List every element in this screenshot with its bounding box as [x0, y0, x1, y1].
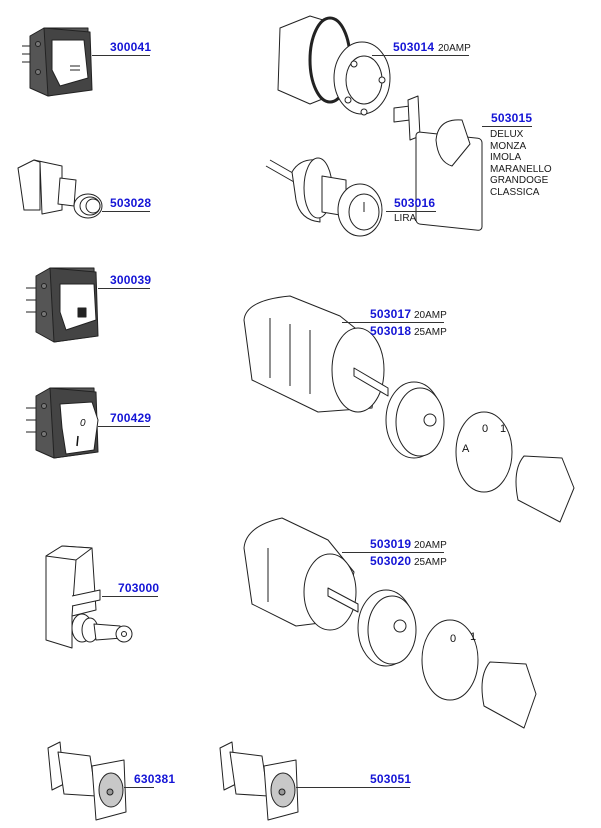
model-list-503015: DELUX MONZA IMOLA MARANELLO GRANDOGE CLA… [490, 129, 552, 199]
knob-plate-503015-drawing [393, 95, 483, 231]
cam-switch-503019-drawing: 0 1 [243, 517, 537, 729]
part-number-503020[interactable]: 503020 [370, 554, 412, 568]
part-number-503016[interactable]: 503016 [394, 196, 436, 210]
dial-mark: A [462, 443, 470, 455]
dial-mark: 0 [482, 423, 488, 435]
rocker-switch-300041-drawing [22, 27, 93, 97]
leader-line [98, 288, 150, 289]
part-number-503015[interactable]: 503015 [491, 111, 533, 125]
leader-line [98, 426, 150, 427]
dial-mark: 0 [450, 633, 456, 645]
leader-line [296, 787, 410, 788]
model-note-503016: LIRA [394, 213, 417, 224]
cam-switch-503017-drawing: 0 1 A [243, 295, 575, 523]
rotary-switch-630381-drawing [47, 741, 127, 821]
part-number-703000[interactable]: 703000 [118, 581, 160, 595]
leader-line [102, 211, 150, 212]
amperage-note-503014: 20AMP [438, 43, 471, 54]
amperage-note-503018: 25AMP [414, 327, 447, 338]
cam-switch-503014-drawing [277, 15, 391, 116]
symbol-off-0: 0 [80, 418, 86, 429]
part-number-503019[interactable]: 503019 [370, 537, 412, 551]
amperage-note-503020: 25AMP [414, 557, 447, 568]
part-number-300041[interactable]: 300041 [110, 40, 152, 54]
toggle-switch-703000-drawing [45, 545, 133, 649]
part-number-503051[interactable]: 503051 [370, 772, 412, 786]
part-number-503018[interactable]: 503018 [370, 324, 412, 338]
leader-line [342, 322, 444, 323]
push-button-503028-drawing [17, 159, 103, 219]
model-name: DELUX [490, 129, 524, 140]
part-number-503028[interactable]: 503028 [110, 196, 152, 210]
part-number-300039[interactable]: 300039 [110, 273, 152, 287]
leader-line [372, 55, 469, 56]
knob-switch-503016-drawing [265, 157, 383, 237]
rotary-switch-503051-drawing [219, 741, 299, 821]
leader-line [482, 126, 532, 127]
amperage-note-503019: 20AMP [414, 540, 447, 551]
part-number-700429[interactable]: 700429 [110, 411, 152, 425]
rocker-switch-300039-drawing [26, 267, 99, 343]
leader-line [386, 211, 436, 212]
model-name: GRANDOGE [490, 175, 549, 187]
amperage-note-503017: 20AMP [414, 310, 447, 321]
dial-mark: 1 [470, 631, 476, 643]
leader-line [92, 55, 150, 56]
model-name: CLASSICA [490, 186, 540, 198]
part-number-503014[interactable]: 503014 [393, 40, 435, 54]
part-number-630381[interactable]: 630381 [134, 772, 176, 786]
leader-line [124, 787, 154, 788]
dial-mark: 1 [500, 423, 506, 435]
leader-line [102, 596, 158, 597]
model-name: MONZA [490, 140, 527, 152]
model-name: MARANELLO [490, 163, 552, 175]
rocker-switch-700429-drawing: 0 [26, 387, 99, 459]
part-number-503017[interactable]: 503017 [370, 307, 412, 321]
model-name: IMOLA [490, 152, 522, 164]
leader-line [342, 552, 444, 553]
